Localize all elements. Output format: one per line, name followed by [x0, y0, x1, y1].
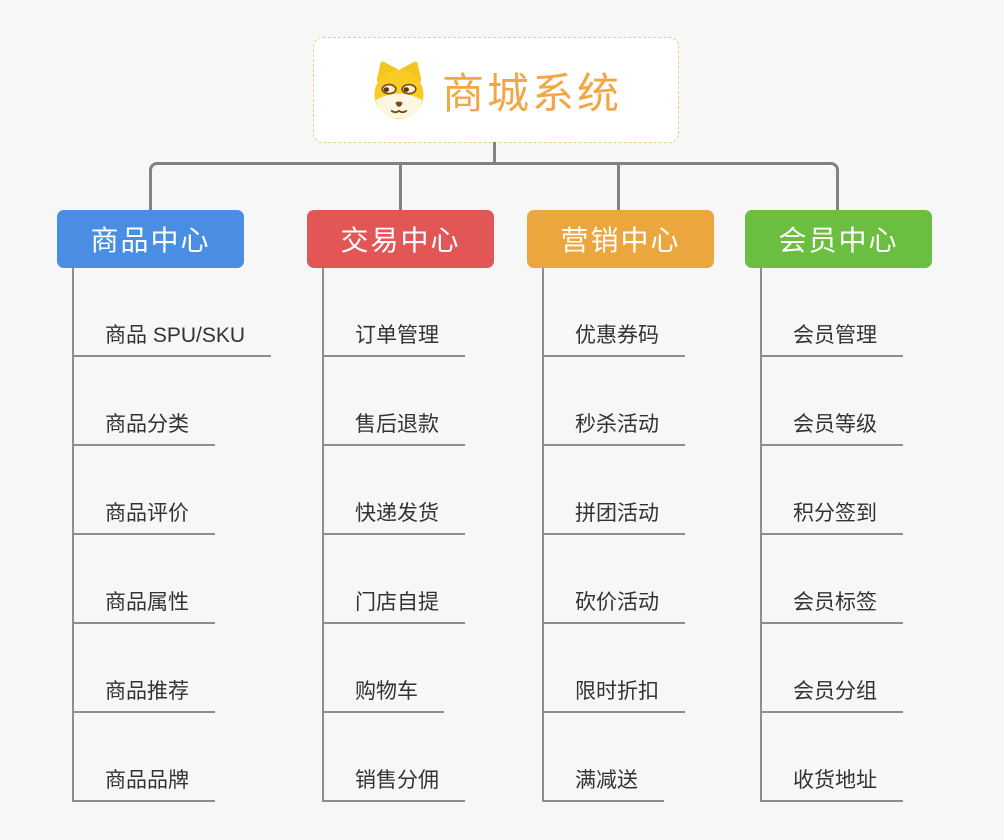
child-topic[interactable]: 限时折扣 [542, 677, 685, 713]
branch-trunk-line [542, 268, 544, 802]
child-topic[interactable]: 会员等级 [760, 410, 903, 446]
child-topic[interactable]: 秒杀活动 [542, 410, 685, 446]
child-topic[interactable]: 商品属性 [72, 588, 215, 624]
child-topic[interactable]: 满减送 [542, 766, 664, 802]
branch-column-marketing: 营销中心 优惠券码 秒杀活动 拼团活动 砍价活动 限时折扣 满减送 [527, 210, 727, 820]
root-title: 商城系统 [441, 69, 622, 117]
dog-face-icon [374, 61, 424, 119]
connector-drop-branch-2 [399, 162, 402, 210]
child-topic[interactable]: 商品评价 [72, 499, 215, 535]
branch-column-trade: 交易中心 订单管理 售后退款 快递发货 门店自提 购物车 销售分佣 [307, 210, 507, 820]
branch-column-product: 商品中心 商品 SPU/SKU 商品分类 商品评价 商品属性 商品推荐 商品品牌 [57, 210, 272, 820]
child-topic[interactable]: 砍价活动 [542, 588, 685, 624]
child-topic[interactable]: 销售分佣 [322, 766, 465, 802]
branch-node-member[interactable]: 会员中心 [745, 210, 932, 268]
child-topic[interactable]: 订单管理 [322, 321, 465, 357]
branch-column-member: 会员中心 会员管理 会员等级 积分签到 会员标签 会员分组 收货地址 [745, 210, 945, 820]
child-topic[interactable]: 快递发货 [322, 499, 465, 535]
child-topic[interactable]: 购物车 [322, 677, 444, 713]
branch-node-product[interactable]: 商品中心 [57, 210, 244, 268]
child-topic[interactable]: 积分签到 [760, 499, 903, 535]
child-topic[interactable]: 优惠券码 [542, 321, 685, 357]
branch-trunk-line [322, 268, 324, 802]
child-topic[interactable]: 售后退款 [322, 410, 465, 446]
child-topic[interactable]: 收货地址 [760, 766, 903, 802]
child-topic[interactable]: 会员标签 [760, 588, 903, 624]
child-topic[interactable]: 商品 SPU/SKU [72, 321, 272, 357]
branch-trunk-line [72, 268, 74, 802]
child-topic[interactable]: 商品分类 [72, 410, 215, 446]
root-node[interactable]: 商城系统 [313, 37, 679, 143]
child-topic[interactable]: 会员分组 [760, 677, 903, 713]
connector-horizontal-frame [149, 162, 839, 210]
child-topic[interactable]: 拼团活动 [542, 499, 685, 535]
child-topic[interactable]: 商品推荐 [72, 677, 215, 713]
branch-trunk-line [760, 268, 762, 802]
branch-node-trade[interactable]: 交易中心 [307, 210, 494, 268]
child-topic[interactable]: 会员管理 [760, 321, 903, 357]
child-topic[interactable]: 商品品牌 [72, 766, 215, 802]
branch-node-marketing[interactable]: 营销中心 [527, 210, 714, 268]
connector-drop-branch-3 [617, 162, 620, 210]
child-topic[interactable]: 门店自提 [322, 588, 465, 624]
connector-root-stem [493, 142, 496, 165]
